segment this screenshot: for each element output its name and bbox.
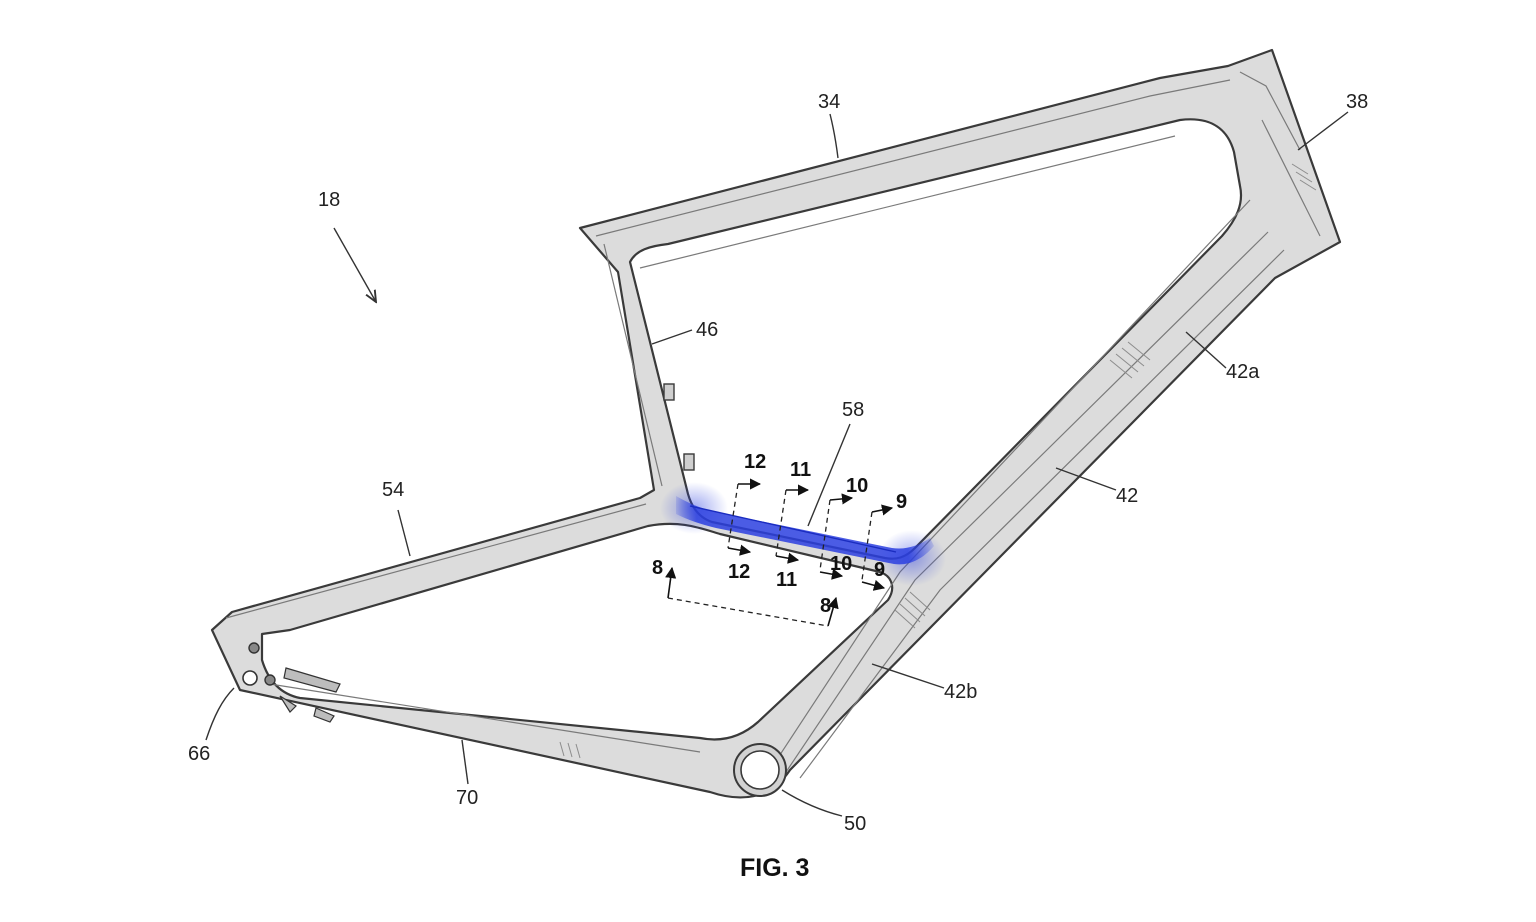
label-42b: 42b xyxy=(944,681,977,703)
section-label-12-bottom: 12 xyxy=(728,561,750,583)
axle-hole xyxy=(243,671,257,685)
leader-38 xyxy=(1298,112,1348,150)
pivot-bolt-upper xyxy=(249,643,259,653)
label-34: 34 xyxy=(818,91,840,113)
frame-body xyxy=(212,50,1340,797)
label-42a: 42a xyxy=(1226,361,1260,383)
bottle-boss-lower xyxy=(684,454,694,470)
label-70: 70 xyxy=(456,787,478,809)
derailleur-hanger xyxy=(284,668,340,692)
leader-18 xyxy=(334,228,376,302)
label-66: 66 xyxy=(188,743,210,765)
section-label-11-top: 11 xyxy=(790,459,811,481)
leader-34 xyxy=(830,114,838,158)
section-label-11-bottom: 11 xyxy=(776,569,797,591)
leader-50 xyxy=(782,790,842,816)
leader-66 xyxy=(206,688,234,740)
label-46: 46 xyxy=(696,319,718,341)
pivot-bolt-lower xyxy=(265,675,275,685)
section-label-9-top: 9 xyxy=(896,491,907,513)
bottle-boss-upper xyxy=(664,384,674,400)
section-label-10-bottom: 10 xyxy=(830,553,852,575)
section-label-10-top: 10 xyxy=(846,475,868,497)
section-label-9-bottom: 9 xyxy=(874,559,885,581)
label-58: 58 xyxy=(842,399,864,421)
label-50: 50 xyxy=(844,813,866,835)
section-label-8-left: 8 xyxy=(652,557,663,579)
section-line-8 xyxy=(668,598,828,626)
label-42: 42 xyxy=(1116,485,1138,507)
bicycle-frame xyxy=(212,50,1340,797)
bottom-bracket-bore xyxy=(741,751,779,789)
figure-caption: FIG. 3 xyxy=(740,854,809,882)
leader-46 xyxy=(652,330,692,344)
seat-stay-contour xyxy=(226,504,646,618)
label-54: 54 xyxy=(382,479,404,501)
section-label-8-right: 8 xyxy=(820,595,831,617)
section-label-12-top: 12 xyxy=(744,451,766,473)
label-38: 38 xyxy=(1346,91,1368,113)
label-18: 18 xyxy=(318,189,340,211)
leader-70 xyxy=(462,740,468,784)
leader-54 xyxy=(398,510,410,556)
